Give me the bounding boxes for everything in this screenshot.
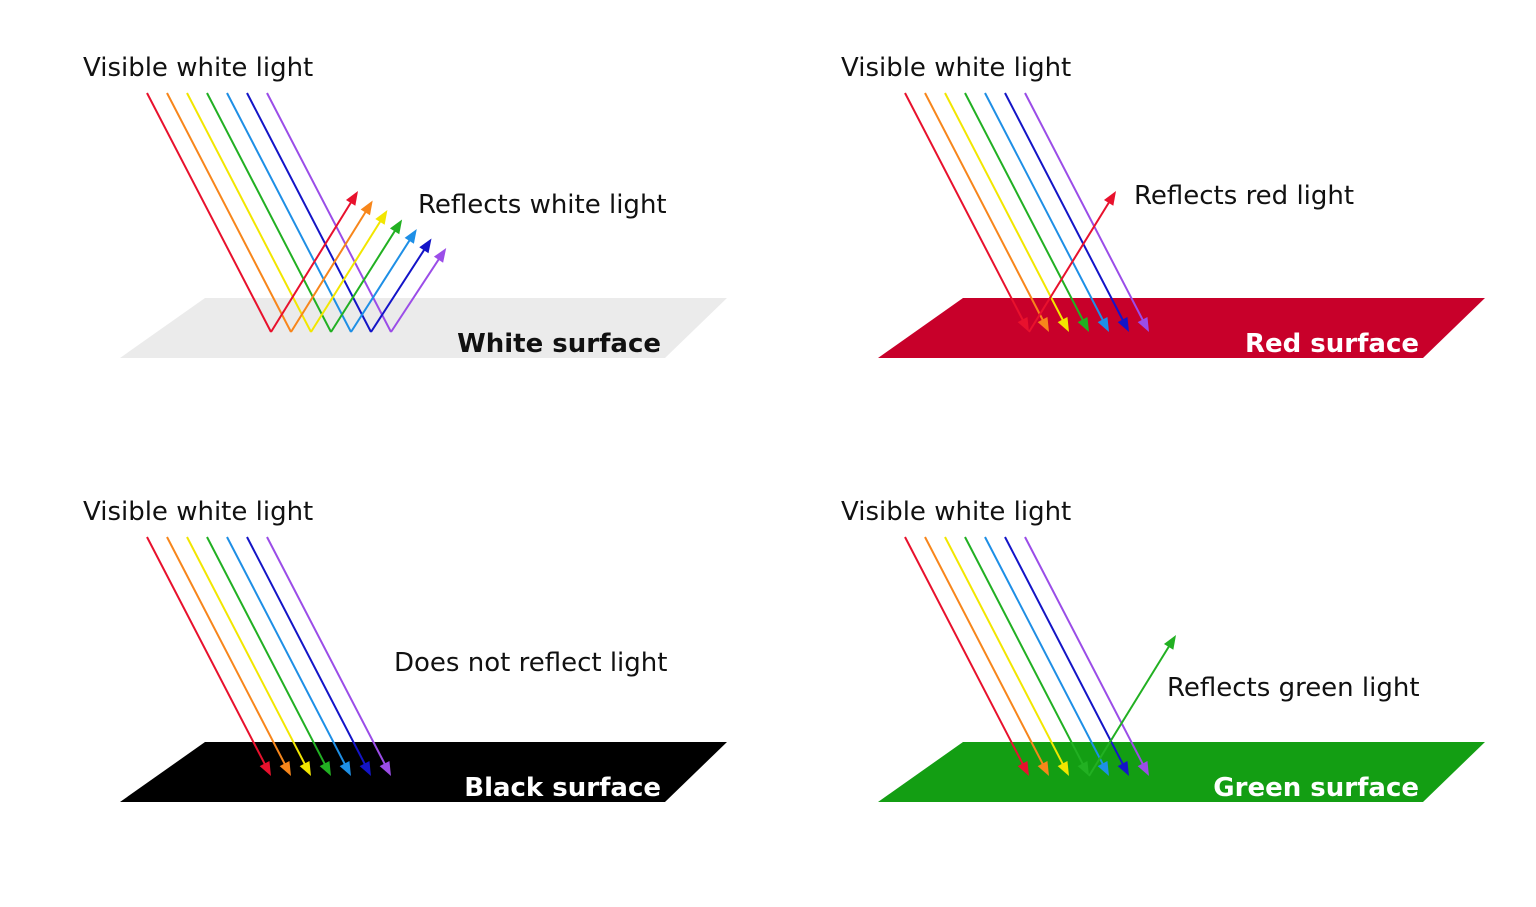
incident-ray-blue (246, 536, 368, 768)
incident-ray-violet (266, 536, 388, 768)
surface-label: White surface (457, 329, 661, 359)
incident-ray-light-blue (226, 92, 352, 333)
incident-ray-yellow-arrowhead (1057, 317, 1069, 332)
incident-ray-red (146, 536, 268, 768)
incident-ray-green (206, 92, 332, 333)
panel-red-surface: Visible white light Reflects red light R… (841, 53, 1485, 359)
incident-ray-yellow-arrowhead (1057, 761, 1069, 776)
reflected-ray-violet (390, 255, 442, 333)
reflected-ray-yellow-arrowhead (375, 210, 388, 225)
incident-ray-violet (1024, 536, 1146, 768)
incident-ray-green (206, 536, 328, 768)
reflected-ray-red-arrowhead (345, 191, 358, 206)
panel-green-surface: Visible white light Reflects green light… (841, 497, 1485, 803)
reflection-label: Reflects white light (418, 190, 667, 220)
reflected-ray-orange-arrowhead (360, 200, 373, 216)
incident-ray-red-arrowhead (1017, 317, 1029, 332)
incident-ray-light-blue (226, 536, 348, 768)
reflected-ray-yellow (310, 217, 383, 333)
incident-ray-light-blue-arrowhead (1097, 761, 1109, 776)
incident-ray-red (904, 536, 1026, 768)
reflected-ray-blue-arrowhead (419, 238, 432, 254)
incident-ray-light-blue-arrowhead (1097, 317, 1109, 332)
reflected-ray-orange (290, 208, 369, 333)
surface-label: Red surface (1245, 329, 1419, 359)
reflected-ray-green (330, 227, 398, 333)
incident-ray-orange-arrowhead (1037, 761, 1049, 776)
panel-heading: Visible white light (83, 53, 313, 83)
incident-ray-red-arrowhead (1017, 761, 1029, 776)
incident-ray-yellow (186, 92, 312, 333)
incident-ray-yellow (944, 92, 1066, 324)
incident-ray-green (964, 92, 1086, 324)
incident-ray-orange-arrowhead (1037, 317, 1049, 332)
incident-ray-violet (266, 92, 392, 333)
incident-ray-blue-arrowhead (1117, 317, 1129, 332)
incident-ray-violet-arrowhead (1137, 317, 1149, 332)
incident-ray-orange-arrowhead (279, 761, 291, 776)
reflected-ray-green-arrowhead (1163, 635, 1176, 650)
incident-ray-blue-arrowhead (359, 761, 371, 776)
reflected-ray-light-blue (350, 236, 413, 333)
incident-ray-green-arrowhead (1077, 761, 1089, 776)
incident-ray-green (964, 536, 1086, 768)
panel-black-surface: Visible white light Does not reflect lig… (83, 497, 727, 803)
incident-ray-red (904, 92, 1026, 324)
surface-red (878, 298, 1485, 358)
incident-ray-violet (1024, 92, 1146, 324)
reflected-ray-violet-arrowhead (433, 248, 447, 263)
panel-heading: Visible white light (841, 53, 1071, 83)
reflected-ray-green-arrowhead (389, 219, 403, 235)
reflection-label: Does not reflect light (394, 648, 667, 678)
incident-ray-red-arrowhead (259, 761, 271, 776)
reflection-label: Reflects green light (1167, 673, 1420, 703)
incident-ray-orange (924, 92, 1046, 324)
incident-ray-orange (166, 92, 292, 333)
surface-black (120, 742, 727, 802)
incident-ray-orange (924, 536, 1046, 768)
reflected-ray-red (270, 198, 354, 333)
incident-ray-yellow-arrowhead (299, 761, 311, 776)
incident-ray-orange (166, 536, 288, 768)
incident-ray-green-arrowhead (1077, 317, 1089, 332)
incident-ray-green-arrowhead (319, 761, 331, 776)
incident-ray-blue (1004, 536, 1126, 768)
surface-label: Black surface (464, 773, 661, 803)
incident-ray-violet-arrowhead (1137, 761, 1149, 776)
incident-ray-light-blue (984, 536, 1106, 768)
incident-ray-violet-arrowhead (379, 761, 391, 776)
reflected-ray-red (1028, 198, 1112, 333)
incident-ray-light-blue-arrowhead (339, 761, 351, 776)
surface-green (878, 742, 1485, 802)
reflected-ray-blue (370, 246, 427, 333)
incident-ray-yellow (944, 536, 1066, 768)
surface-label: Green surface (1213, 773, 1419, 803)
incident-ray-yellow (186, 536, 308, 768)
surface-white (120, 298, 727, 358)
panel-heading: Visible white light (841, 497, 1071, 527)
reflected-ray-red-arrowhead (1103, 191, 1116, 206)
incident-ray-red (146, 92, 272, 333)
incident-ray-light-blue (984, 92, 1106, 324)
reflected-ray-light-blue-arrowhead (404, 229, 417, 244)
incident-ray-blue (246, 92, 372, 333)
panel-heading: Visible white light (83, 497, 313, 527)
incident-ray-blue (1004, 92, 1126, 324)
reflection-label: Reflects red light (1134, 181, 1354, 211)
reflected-ray-green (1088, 642, 1172, 777)
incident-ray-blue-arrowhead (1117, 761, 1129, 776)
panel-white-surface: Visible white light Reflects white light… (83, 53, 727, 359)
